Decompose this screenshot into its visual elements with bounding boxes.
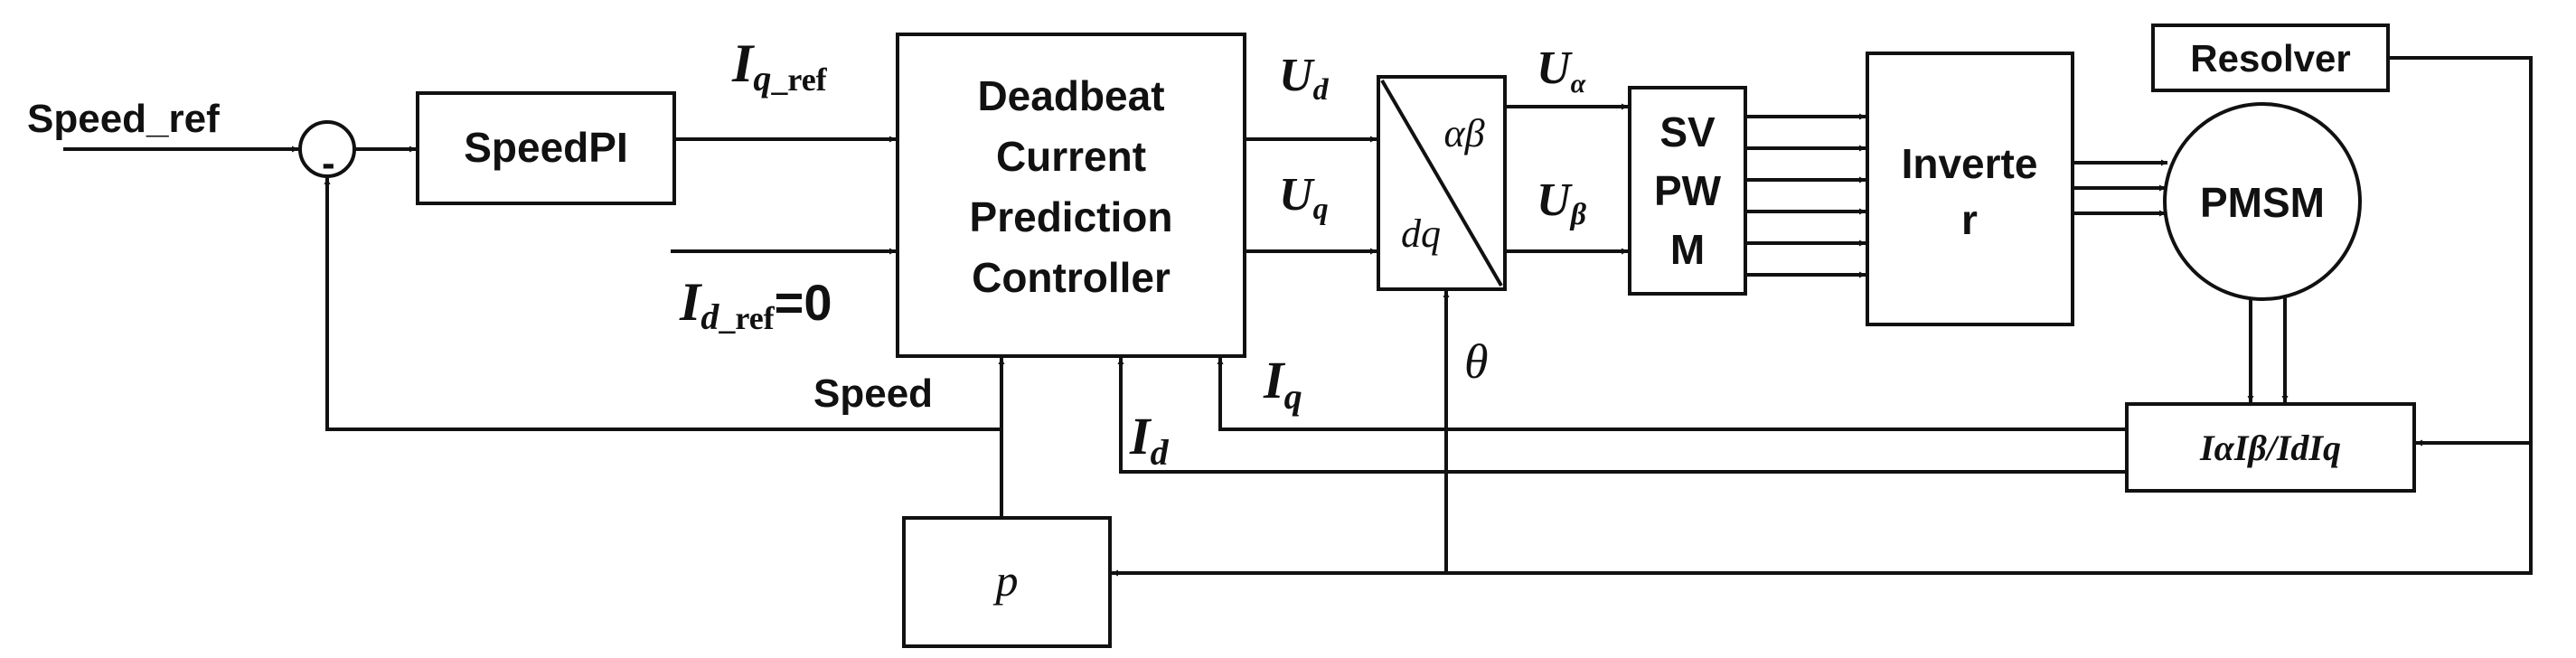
resolver-block	[2151, 24, 2390, 92]
controller-label-line2: Current	[996, 133, 1146, 180]
differentiator-block	[902, 516, 1112, 648]
svpwm-label-line2: PW	[1654, 167, 1722, 214]
summing-minus-sign: -	[322, 141, 335, 185]
inverter-label-line1: Inverte	[1902, 140, 2038, 187]
ubeta-label: Uβ	[1537, 174, 1587, 231]
iq-feedback-line	[1217, 358, 2127, 431]
iq-feedback-label: Iq	[1263, 351, 1302, 417]
svpwm-label-line1: SV	[1659, 108, 1716, 155]
current-transform-label: IαIβ/IdIq	[2199, 428, 2341, 468]
controller-label-line3: Prediction	[970, 193, 1173, 240]
id-feedback-line	[1117, 358, 2127, 474]
deadbeat-controller-block	[896, 33, 1246, 358]
transform-label-dq: dq	[1401, 212, 1441, 256]
speed-ref-label: Speed_ref	[27, 97, 220, 141]
inverter-label-line2: r	[1961, 196, 1978, 243]
inverter-block	[1866, 52, 2074, 326]
iq-ref-label: Iq_ref	[731, 33, 828, 99]
resolver-label: Resolver	[2190, 37, 2350, 80]
pmsm-label: PMSM	[2200, 179, 2325, 226]
ualpha-label: Uα	[1537, 42, 1586, 99]
speed-pi-block	[416, 91, 676, 205]
id-ref-label: Id_ref=0	[679, 272, 832, 337]
speed-feedback-line	[324, 178, 1001, 431]
id-feedback-label: Id	[1129, 407, 1170, 473]
svpwm-label-line3: M	[1670, 226, 1705, 273]
controller-label-line4: Controller	[972, 254, 1170, 301]
speed-pi-label: SpeedPI	[464, 124, 628, 171]
svpwm-block	[1628, 86, 1747, 296]
uq-label: Uq	[1279, 169, 1329, 226]
differentiator-label: p	[993, 555, 1019, 606]
current-transform-block	[2125, 402, 2416, 493]
speed-label: Speed	[813, 371, 933, 416]
resolver-output-line	[1112, 56, 2533, 577]
controller-label-line1: Deadbeat	[977, 72, 1164, 119]
pmsm-motor	[2163, 102, 2362, 301]
theta-label: θ	[1464, 334, 1489, 389]
ud-label: Ud	[1279, 50, 1330, 107]
transform-diagonal	[1380, 79, 1503, 287]
transform-label-alphabeta: αβ	[1443, 111, 1484, 155]
